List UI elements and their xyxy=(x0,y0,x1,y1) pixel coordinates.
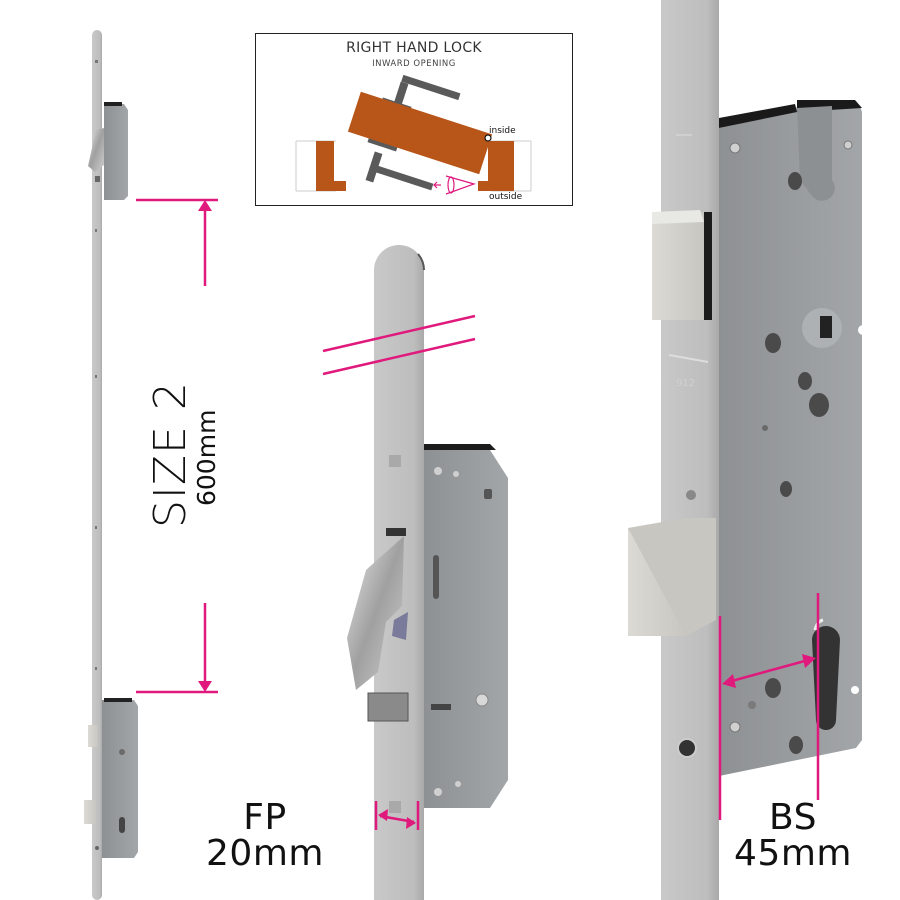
bs-title: BS xyxy=(769,797,817,838)
inset-title: RIGHT HAND LOCK xyxy=(346,40,482,56)
size-dimension-label: SIZE 2 600mm xyxy=(145,381,221,528)
bs-dimension-arrow xyxy=(718,593,820,820)
right-frame-icon xyxy=(478,141,514,191)
fp-title: FP xyxy=(243,797,287,838)
inset-subtitle: INWARD OPENING xyxy=(372,59,456,69)
inside-label: inside xyxy=(489,126,516,136)
size-value: 600mm xyxy=(192,409,221,506)
right-hand-lock-diagram: RIGHT HAND LOCK INWARD OPENING inside ou xyxy=(255,33,573,206)
main-lock-closeup: 912 xyxy=(628,0,868,900)
door-leaf-icon xyxy=(347,91,493,175)
fp-dimension-label: FP 20mm xyxy=(190,800,340,872)
size-dimension-arrows xyxy=(136,198,218,694)
hook-gearbox-closeup xyxy=(347,245,508,900)
size-title: SIZE 2 xyxy=(145,381,196,528)
door-plan-illustration xyxy=(295,74,532,195)
svg-text:912: 912 xyxy=(676,378,695,389)
eye-icon xyxy=(433,175,476,195)
handle-icon xyxy=(365,74,461,191)
fp-value: 20mm xyxy=(206,833,324,874)
outside-label: outside xyxy=(489,192,523,202)
bs-dimension-label: BS 45mm xyxy=(718,800,868,872)
break-lines xyxy=(322,314,476,376)
full-lock-strip xyxy=(84,30,138,900)
bs-value: 45mm xyxy=(734,833,852,874)
fp-dimension-arrow xyxy=(374,801,420,830)
left-frame-icon xyxy=(316,141,346,191)
hinge-icon xyxy=(484,134,492,142)
